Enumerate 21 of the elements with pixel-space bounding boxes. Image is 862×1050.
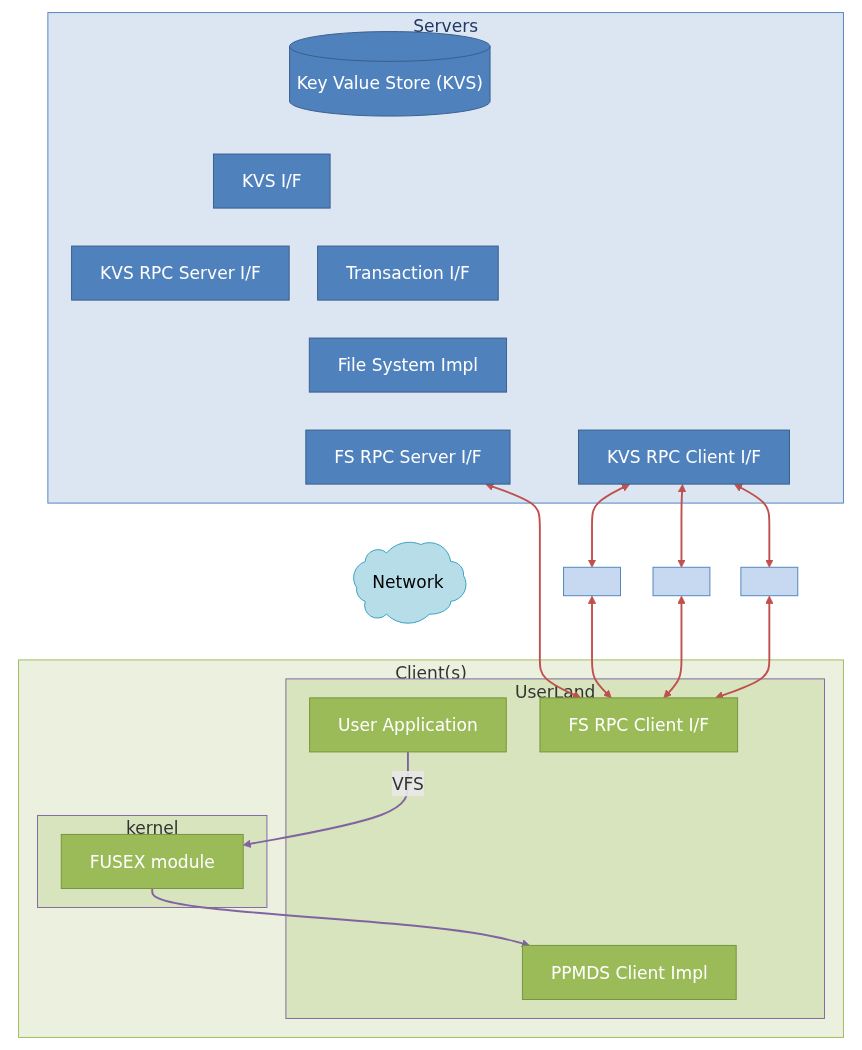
- node-box: KVS I/F: [212, 153, 331, 209]
- node-box: [740, 566, 799, 597]
- node-box: KVS RPC Client I/F: [578, 429, 790, 485]
- node-box: Transaction I/F: [317, 245, 499, 301]
- node-box: [563, 566, 621, 597]
- arrow: [242, 750, 409, 848]
- arrow: [587, 483, 630, 568]
- node-box: [652, 566, 711, 597]
- arrow: [734, 483, 774, 568]
- node-box: FS RPC Server I/F: [305, 429, 511, 485]
- arrow: [587, 595, 612, 699]
- edge-label: VFS: [391, 773, 424, 794]
- node-box: KVS RPC Server I/F: [71, 245, 290, 301]
- arrow: [677, 484, 687, 568]
- node-box: User Application: [309, 697, 507, 753]
- node-box: PPMDS Client Impl: [521, 944, 737, 1000]
- arrow: [151, 887, 531, 948]
- arrow: [663, 595, 686, 699]
- node-box: FUSEX module: [60, 833, 244, 889]
- node-box: File System Impl: [308, 337, 508, 393]
- node-box: FS RPC Client I/F: [539, 697, 739, 753]
